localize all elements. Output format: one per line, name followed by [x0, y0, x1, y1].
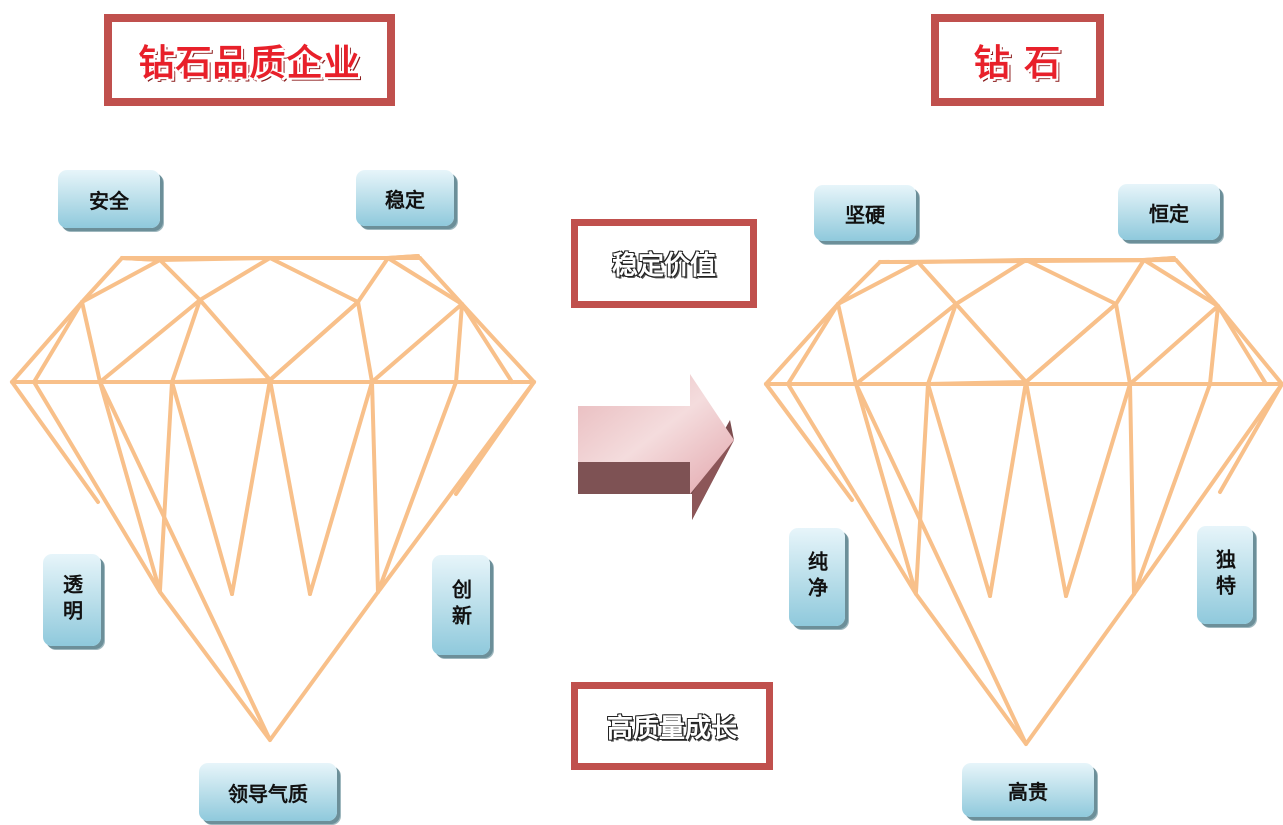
center-bottom-label: 高质量成长 [606, 713, 737, 744]
center-bottom-box: 高质量成长 [571, 682, 773, 770]
right-title: 钻 石 [973, 43, 1062, 84]
left-title-box: 钻石品质企业 [104, 14, 395, 106]
center-top-label: 稳定价值 [611, 251, 716, 281]
label-chip-leadership: 领导气质 [199, 763, 337, 821]
right-title-box: 钻 石 [931, 14, 1104, 106]
label-chip-innovation: 创新 [432, 555, 490, 655]
label-chip-pure: 纯净 [789, 528, 845, 626]
label-chip-constant: 恒定 [1118, 184, 1220, 240]
label-chip-safety: 安全 [58, 170, 160, 228]
right-arrow-icon [578, 374, 734, 520]
label-chip-unique: 独特 [1197, 526, 1253, 624]
label-chip-transparency: 透明 [43, 554, 101, 646]
label-chip-hard: 坚硬 [814, 185, 916, 241]
center-top-box: 稳定价值 [571, 219, 757, 308]
left-title: 钻石品质企业 [138, 43, 361, 84]
label-chip-stability: 稳定 [356, 170, 454, 226]
left-diamond [10, 254, 536, 742]
right-diamond [764, 256, 1283, 746]
label-chip-noble: 高贵 [962, 763, 1094, 817]
